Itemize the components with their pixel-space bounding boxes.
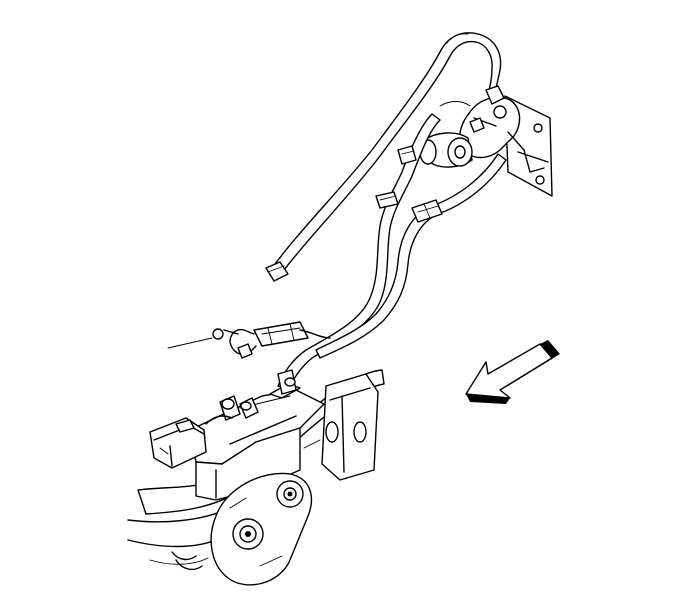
pressure-hose bbox=[277, 113, 441, 391]
pitman-arm-bracket bbox=[303, 373, 379, 481]
pitman-cover-plate bbox=[210, 472, 313, 586]
return-hose bbox=[315, 153, 507, 359]
valve-assembly bbox=[419, 85, 525, 168]
steering-gearbox bbox=[189, 369, 325, 501]
gearbox-fittings bbox=[149, 395, 259, 469]
cooler-line bbox=[167, 321, 331, 359]
direction-arrow-icon bbox=[465, 340, 560, 404]
